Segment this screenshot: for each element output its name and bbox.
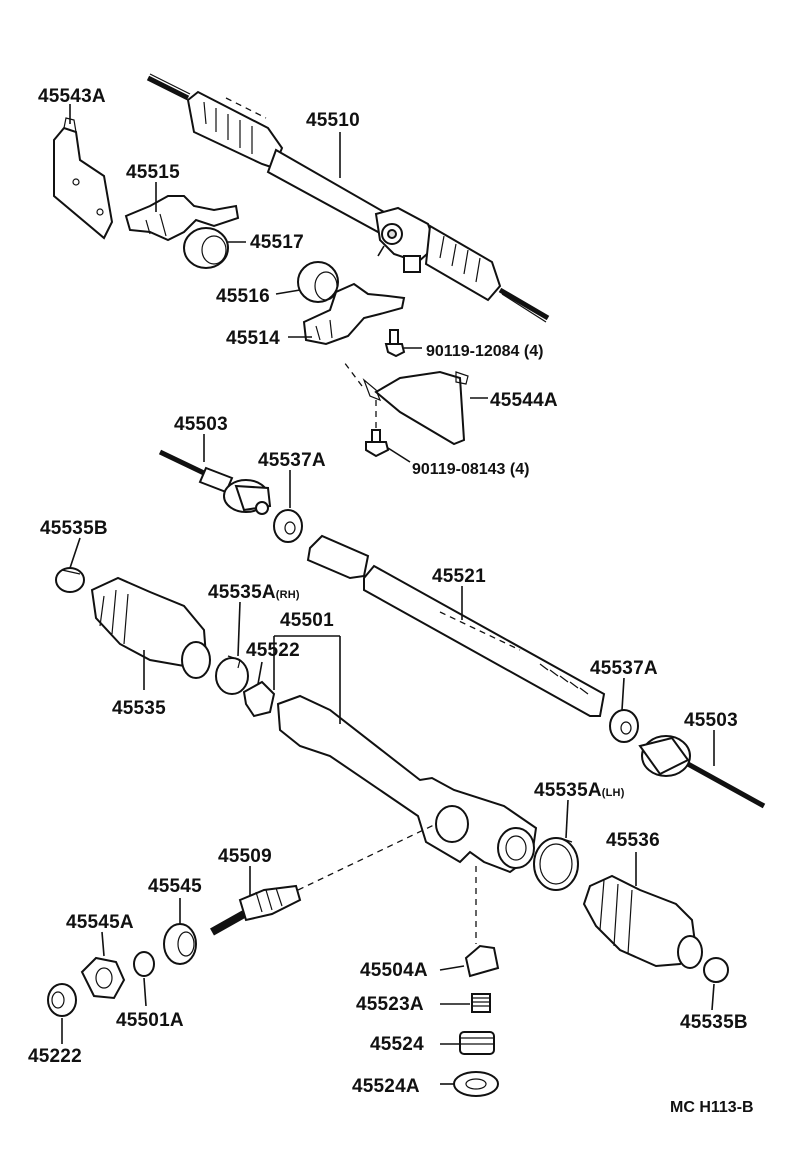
label-90119-08143: 90119-08143 (4)	[412, 461, 529, 478]
diagram-code: MC H113-B	[670, 1099, 754, 1116]
tie-rod-end-45503-right	[638, 735, 766, 809]
pinion-45509	[210, 823, 437, 936]
rack-45521	[306, 534, 606, 717]
bracket-45544A	[343, 361, 488, 446]
leader-lines	[61, 104, 715, 1085]
label-45501: 45501	[280, 610, 334, 631]
bushing-45516	[297, 261, 339, 303]
label-45516: 45516	[216, 286, 270, 307]
label-45510: 45510	[306, 110, 360, 131]
label-45222: 45222	[28, 1046, 82, 1067]
plug-45524	[459, 1031, 495, 1055]
label-90119-12084: 90119-12084 (4)	[426, 343, 543, 360]
label-45545A: 45545A	[66, 912, 134, 933]
clamp-45535A-lh	[533, 837, 579, 891]
label-45524A: 45524A	[352, 1076, 420, 1097]
spring-45523A	[471, 993, 491, 1013]
label-45522: 45522	[246, 640, 300, 661]
bracket-45543A	[53, 117, 114, 240]
boot-45536	[582, 874, 703, 969]
label-45535B-left: 45535B	[40, 518, 108, 539]
seal-45545	[163, 923, 197, 965]
label-45537A-right: 45537A	[590, 658, 658, 679]
bushing-45501A	[133, 951, 155, 977]
housing-45501	[276, 694, 538, 874]
washer-45537A-top	[273, 509, 303, 543]
label-45544A: 45544A	[490, 390, 558, 411]
label-45524: 45524	[370, 1034, 424, 1055]
label-45503-top: 45503	[174, 414, 228, 435]
label-45536: 45536	[606, 830, 660, 851]
clamp-45514	[302, 282, 406, 346]
label-45503-right: 45503	[684, 710, 738, 731]
nut-45524A	[453, 1071, 499, 1097]
bolt-90119-12084	[384, 329, 422, 358]
label-45521: 45521	[432, 566, 486, 587]
label-45537A-top: 45537A	[258, 450, 326, 471]
guide-45504A	[464, 944, 500, 978]
label-45535A-rh: 45535A(RH)	[208, 582, 300, 603]
label-45504A: 45504A	[360, 960, 428, 981]
clamp-45515	[124, 195, 240, 242]
bushing-45517	[183, 227, 229, 269]
clamp-45535A-rh	[215, 655, 249, 695]
label-45515: 45515	[126, 162, 180, 183]
boot-45535	[90, 576, 211, 679]
tie-rod-end-45503-left	[158, 449, 272, 515]
label-45545: 45545	[148, 876, 202, 897]
label-45535B-right: 45535B	[680, 1012, 748, 1033]
clip-45535B-right	[703, 957, 729, 983]
label-45501A: 45501A	[116, 1010, 184, 1031]
label-45535A-lh: 45535A(LH)	[534, 780, 625, 801]
part-45522	[242, 680, 276, 718]
label-45509: 45509	[218, 846, 272, 867]
washer-45537A-right	[609, 709, 639, 743]
steering-gear-assembly	[146, 73, 550, 323]
cap-45222	[47, 983, 77, 1017]
label-45543A: 45543A	[38, 86, 106, 107]
label-45517: 45517	[250, 232, 304, 253]
clip-45535B-left	[55, 567, 85, 593]
label-45535: 45535	[112, 698, 166, 719]
bolt-90119-08143	[365, 400, 411, 463]
label-45523A: 45523A	[356, 994, 424, 1015]
label-45514: 45514	[226, 328, 280, 349]
nut-45545A	[80, 956, 126, 1000]
